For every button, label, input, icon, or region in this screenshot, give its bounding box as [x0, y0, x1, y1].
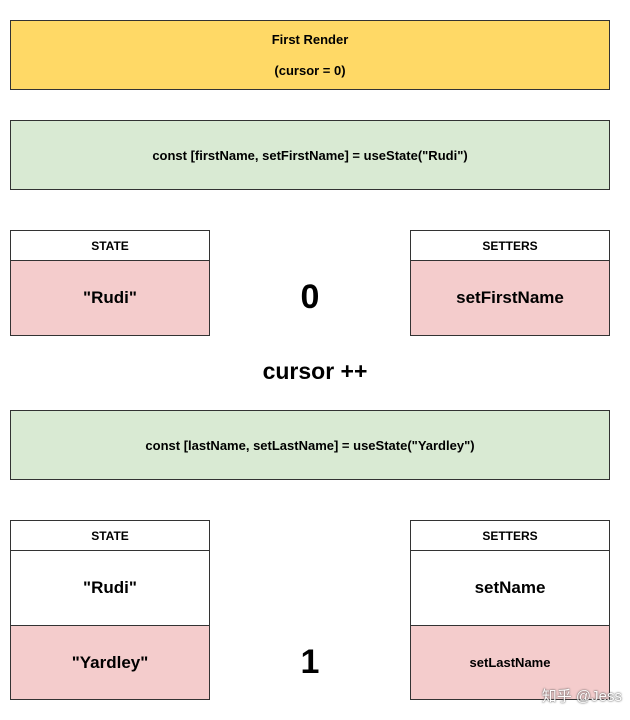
setter-cell-set-name: setName — [411, 551, 609, 625]
state-cell-yardley: "Yardley" — [11, 625, 209, 699]
setter-cell-set-first-name: setFirstName — [411, 261, 609, 335]
first-usestate-code: const [firstName, setFirstName] = useSta… — [152, 147, 468, 163]
cursor-value-0: 0 — [300, 278, 320, 316]
setters-header: SETTERS — [411, 231, 609, 261]
state-cell-first-name: "Rudi" — [11, 261, 209, 335]
state-header: STATE — [11, 521, 209, 551]
state-column-2: STATE "Rudi" "Yardley" — [10, 520, 210, 700]
setters-column-2: SETTERS setName setLastName — [410, 520, 610, 700]
setters-column-1: SETTERS setFirstName — [410, 230, 610, 336]
second-usestate-code: const [lastName, setLastName] = useState… — [145, 437, 475, 453]
second-usestate-code-box: const [lastName, setLastName] = useState… — [10, 410, 610, 480]
cursor-increment-label: cursor ++ — [262, 358, 368, 384]
state-cell-rudi: "Rudi" — [11, 551, 209, 625]
cursor-initial-label: (cursor = 0) — [274, 63, 346, 78]
setter-cell-set-last-name: setLastName — [411, 625, 609, 699]
cursor-value-1: 1 — [300, 643, 320, 681]
first-render-banner: First Render (cursor = 0) — [10, 20, 610, 90]
state-header: STATE — [11, 231, 209, 261]
first-render-title: First Render — [271, 32, 349, 47]
watermark: 知乎 @Jess — [541, 688, 622, 705]
state-column-1: STATE "Rudi" — [10, 230, 210, 336]
first-usestate-code-box: const [firstName, setFirstName] = useSta… — [10, 120, 610, 190]
setters-header: SETTERS — [411, 521, 609, 551]
